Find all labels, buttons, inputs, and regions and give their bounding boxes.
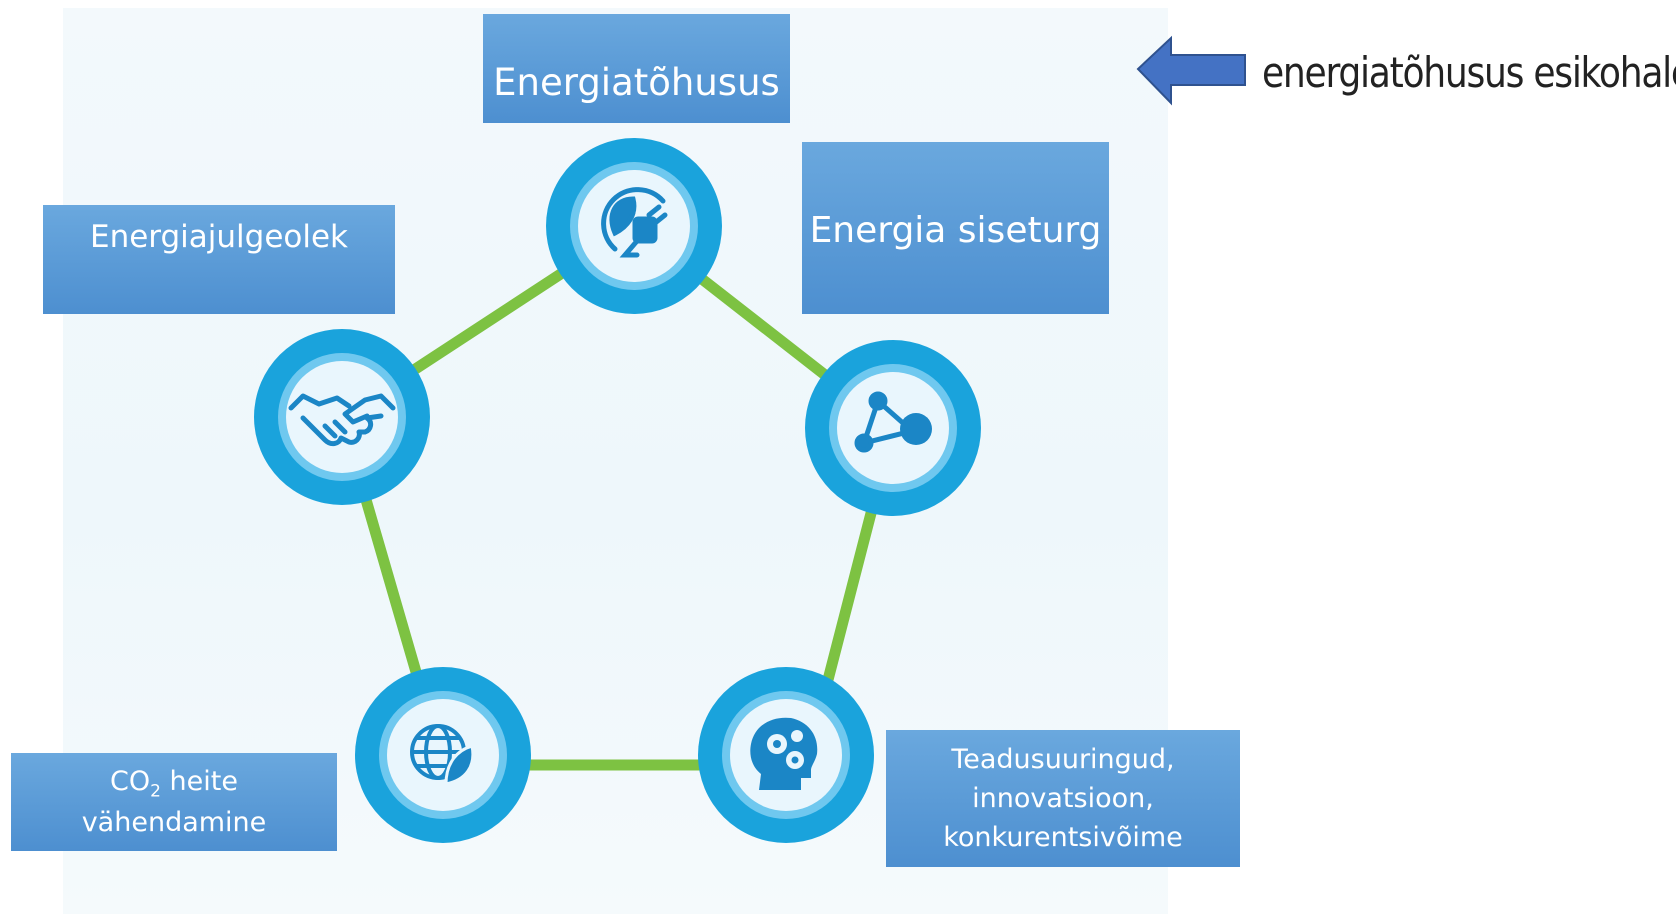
network-nodes-icon bbox=[854, 391, 932, 453]
node-research bbox=[698, 667, 874, 843]
head-gears-icon bbox=[750, 717, 818, 790]
label-security: Energiajulgeolek bbox=[43, 205, 395, 314]
label-security-text: Energiajulgeolek bbox=[89, 219, 349, 255]
co2-line1-rest: heite bbox=[160, 765, 238, 797]
co2-formula: CO bbox=[110, 765, 151, 797]
label-efficiency-text: Energiatõhusus bbox=[493, 61, 780, 104]
label-efficiency: Energiatõhusus bbox=[483, 14, 790, 123]
handshake-icon bbox=[288, 393, 396, 447]
node-security bbox=[254, 329, 430, 505]
label-research-line1: Teadusuuringud, bbox=[951, 743, 1175, 775]
node-co2 bbox=[355, 667, 531, 843]
label-research-line2: innovatsioon, bbox=[972, 782, 1154, 814]
left-arrow-icon bbox=[1136, 35, 1246, 106]
label-research-line3: konkurentsivõime bbox=[943, 822, 1183, 854]
node-internal-market bbox=[805, 340, 981, 516]
label-co2: CO2 heite vähendamine bbox=[11, 753, 337, 851]
leaf-plug-icon bbox=[601, 187, 668, 258]
label-research: Teadusuuringud, innovatsioon, konkurents… bbox=[886, 730, 1240, 867]
co2-subscript: 2 bbox=[150, 780, 161, 801]
label-co2-line1: CO2 heite bbox=[110, 763, 238, 804]
label-internal-market: Energia siseturg bbox=[802, 142, 1109, 314]
note-efficiency-first: energiatõhusus esikohale! bbox=[1262, 48, 1676, 97]
label-co2-line2: vähendamine bbox=[81, 806, 267, 838]
globe-leaf-icon bbox=[410, 724, 475, 786]
node-efficiency bbox=[546, 138, 722, 314]
label-internal-market-text: Energia siseturg bbox=[809, 210, 1102, 251]
